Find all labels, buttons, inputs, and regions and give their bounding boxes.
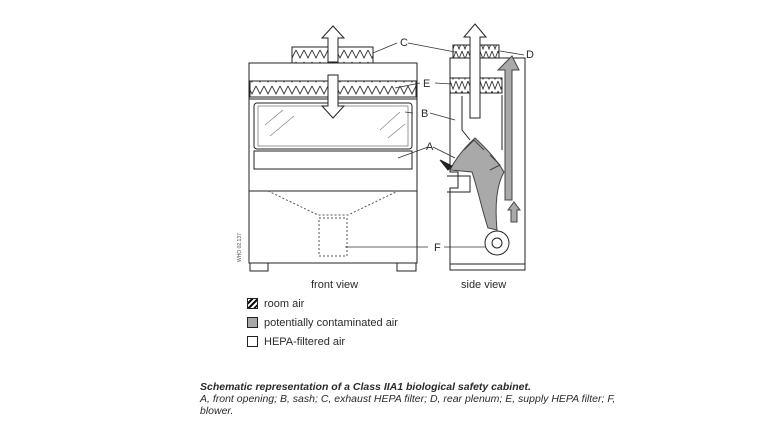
- figure-caption: Schematic representation of a Class IIA1…: [200, 381, 640, 417]
- front-supply-arrow: [320, 74, 346, 119]
- legend-room-air: room air: [247, 294, 398, 313]
- legend-room-air-label: room air: [264, 297, 305, 310]
- side-blower: [484, 230, 510, 256]
- label-c: C: [400, 37, 408, 49]
- label-e: E: [423, 78, 430, 90]
- side-view: [439, 23, 526, 271]
- front-foot-left: [249, 262, 269, 272]
- front-foot-right: [396, 262, 417, 272]
- caption-title: Schematic representation of a Class IIA1…: [200, 381, 531, 393]
- side-exhaust-arrow: [462, 23, 488, 119]
- label-a: A: [426, 141, 434, 153]
- caption-body: A, front opening; B, sash; C, exhaust HE…: [200, 393, 616, 417]
- legend-contaminated-air-label: potentially contaminated air: [264, 316, 398, 329]
- legend-hepa-air: HEPA-filtered air: [247, 332, 398, 351]
- leader-lines: [345, 42, 525, 248]
- side-cabinet-body: [449, 57, 526, 265]
- figure-code: WHO 02.137: [237, 233, 243, 262]
- legend: room air potentially contaminated air HE…: [247, 294, 398, 351]
- contaminated-air-swatch: [247, 317, 258, 328]
- front-opening: [253, 150, 413, 170]
- label-d: D: [526, 49, 534, 61]
- label-f: F: [434, 242, 441, 254]
- side-view-title: side view: [461, 279, 506, 291]
- legend-hepa-air-label: HEPA-filtered air: [264, 335, 346, 348]
- front-internal-duct: [267, 190, 399, 216]
- label-b: B: [421, 108, 428, 120]
- side-room-air-arrow: [439, 159, 453, 171]
- front-exhaust-arrow: [320, 25, 346, 63]
- hepa-air-swatch: [247, 336, 258, 347]
- front-view-title: front view: [311, 279, 358, 291]
- front-view: [248, 25, 418, 272]
- side-rear-plenum-arrow: [496, 55, 520, 201]
- room-air-swatch: [247, 298, 258, 309]
- legend-contaminated-air: potentially contaminated air: [247, 313, 398, 332]
